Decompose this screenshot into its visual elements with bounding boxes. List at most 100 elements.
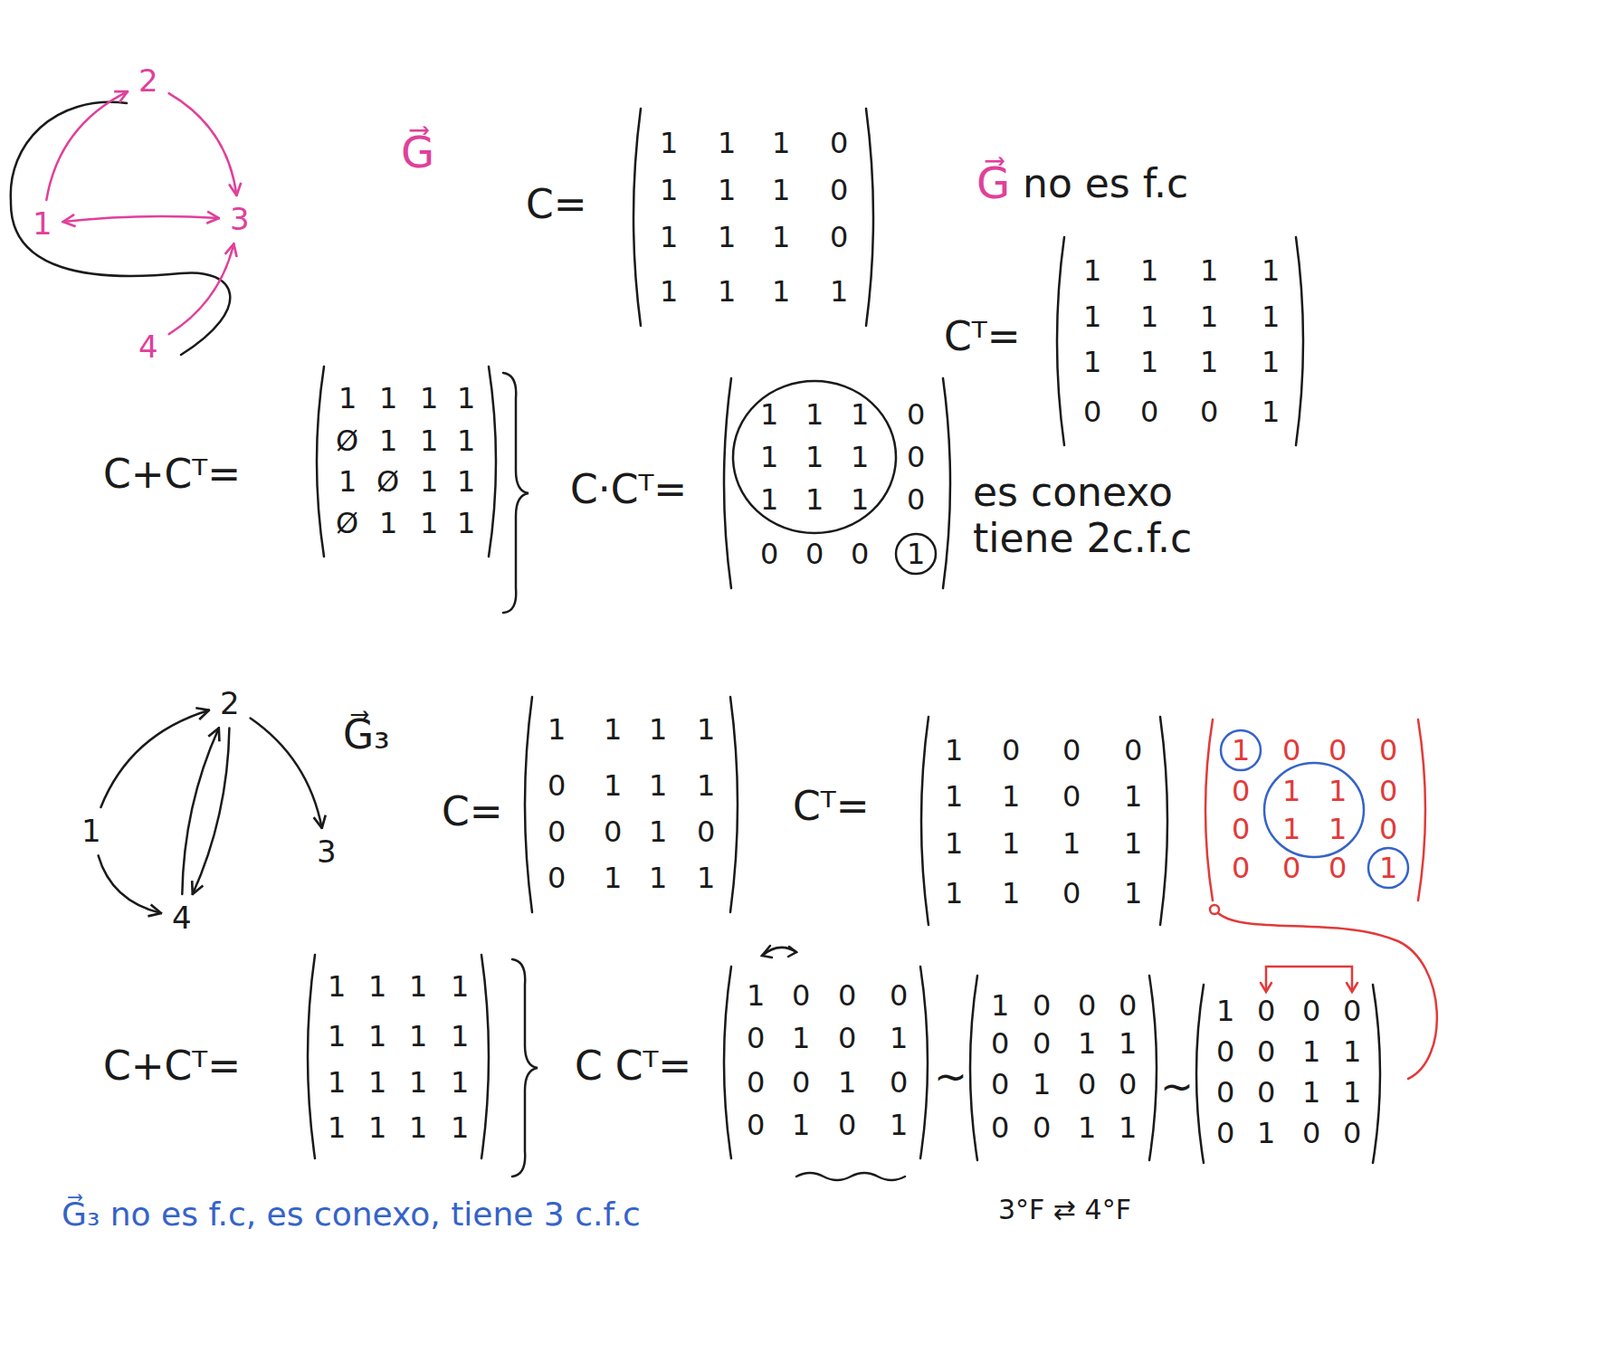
matrix-entry: 1 xyxy=(450,1019,469,1054)
component-circle xyxy=(1264,762,1364,858)
graph-loop-curve xyxy=(10,102,230,355)
matrix-entry: 1 xyxy=(1062,827,1081,861)
matrix-entry: 0 xyxy=(1123,733,1143,768)
matrix-entry: 1 xyxy=(1231,733,1250,768)
matrix-entry: 1 xyxy=(368,1111,387,1145)
conclusion-note: G⃗₃ no es f.c, es conexo, tiene 3 c.f.c xyxy=(61,1195,641,1233)
matrix-entry: 1 xyxy=(1140,254,1159,288)
matrix-entry: 1 xyxy=(419,506,439,541)
matrix-entry: 0 xyxy=(1077,1067,1096,1102)
matrix-entry: 1 xyxy=(771,126,791,161)
matrix-entry: 1 xyxy=(850,440,869,475)
matrix-entry: 1 xyxy=(659,220,678,255)
matrix-entry: 1 xyxy=(327,970,346,1004)
matrix-name: C= xyxy=(441,789,504,836)
matrix-entry: 1 xyxy=(450,1111,469,1145)
matrix-entry: 0 xyxy=(990,1111,1010,1145)
matrix-paren xyxy=(1149,975,1157,1161)
vertex-number: 3 xyxy=(229,202,250,237)
matrix-entry: 1 xyxy=(944,827,963,861)
matrix-entry: 0 xyxy=(1032,1111,1051,1145)
vertex-number: 2 xyxy=(138,64,159,98)
matrix-paren xyxy=(866,108,874,326)
matrix-entry: 1 xyxy=(1140,345,1159,380)
matrix-paren xyxy=(524,696,533,913)
matrix-entry: 1 xyxy=(990,989,1010,1023)
matrix-entry: 0 xyxy=(1328,851,1347,886)
graph-vertex: 1 xyxy=(76,812,107,850)
matrix-paren xyxy=(921,716,929,925)
vertex-number: 2 xyxy=(219,686,240,721)
matrix-entry: 1 xyxy=(368,1066,387,1100)
graph-arc xyxy=(169,93,238,196)
matrix-entry: 1 xyxy=(327,1019,346,1054)
matrix-entry: 1 xyxy=(944,733,963,768)
matrix-entry: 1 xyxy=(838,1066,857,1100)
matrix-entry: 0 xyxy=(1257,994,1276,1029)
ink-strokes xyxy=(10,102,1381,1181)
matrix-entry: 1 xyxy=(368,1019,387,1054)
matrix-paren xyxy=(723,378,732,589)
matrix-entry: 1 xyxy=(791,1021,810,1056)
matrix-entry: 1 xyxy=(1001,780,1020,814)
matrix-entry: 0 xyxy=(746,1108,765,1143)
matrix-entry: 1 xyxy=(409,1019,428,1054)
blue-strokes xyxy=(1220,730,1409,888)
matrix-entry: 1 xyxy=(457,381,476,416)
matrix-entry: 1 xyxy=(1302,1035,1321,1069)
graph-arc xyxy=(46,91,128,200)
matrix-entry: 1 xyxy=(450,1066,469,1100)
matrix-entry: 0 xyxy=(889,979,908,1013)
equivalence-sign: ~ xyxy=(933,1054,968,1101)
matrix-paren xyxy=(1057,237,1065,446)
matrix-name: C Cᵀ= xyxy=(574,1043,692,1090)
matrix-entry: 0 xyxy=(1231,812,1250,847)
matrix-entry: 0 xyxy=(1282,851,1301,886)
matrix-entry: 1 xyxy=(1342,1076,1362,1110)
matrix-entry: 1 xyxy=(760,483,779,517)
matrix-entry: 1 xyxy=(889,1108,908,1143)
matrix-paren xyxy=(723,966,732,1159)
matrix-entry: 0 xyxy=(1062,780,1081,814)
matrix-name: Cᵀ= xyxy=(792,783,870,830)
matrix-entry: 1 xyxy=(648,861,667,896)
matrix-entry: 0 xyxy=(838,1021,857,1056)
matrix-entry: 1 xyxy=(603,769,622,803)
component-circle xyxy=(1368,847,1409,888)
swap-arrow xyxy=(788,946,797,957)
matrix-entry: 1 xyxy=(659,173,678,208)
matrix-entry: 1 xyxy=(805,398,824,432)
matrix-entry: 0 xyxy=(1379,733,1398,768)
matrix-entry: 1 xyxy=(419,424,439,458)
matrix-entry: 1 xyxy=(1200,300,1219,334)
matrix-entry: 1 xyxy=(338,465,357,499)
matrix-entry: 1 xyxy=(1001,876,1020,911)
component-circle xyxy=(1220,730,1261,771)
matrix-entry: 1 xyxy=(547,713,566,747)
wavy-underline xyxy=(796,1172,905,1181)
matrix-paren xyxy=(488,366,496,557)
matrix-entry: 0 xyxy=(1077,989,1096,1023)
matrix-entry: Ø xyxy=(335,506,359,541)
matrix-entry: 0 xyxy=(990,1027,1010,1061)
matrix-entry: 0 xyxy=(791,979,810,1013)
matrix-entry: 0 xyxy=(1257,1076,1276,1110)
matrix-entry: 0 xyxy=(1282,733,1301,768)
equivalence-sign: ~ xyxy=(1160,1064,1194,1111)
matrix-entry: 0 xyxy=(1001,733,1020,768)
matrix-paren xyxy=(1372,984,1381,1163)
matrix-entry: 1 xyxy=(1077,1111,1096,1145)
matrix-entry: 0 xyxy=(1216,1076,1235,1110)
matrix-entry: 0 xyxy=(1257,1035,1276,1069)
matrix-entry: 1 xyxy=(603,713,622,747)
row-swap-note: 3°F ⇄ 4°F xyxy=(998,1194,1132,1227)
matrix-entry: 0 xyxy=(547,815,566,849)
matrix-entry: 1 xyxy=(457,506,476,541)
matrix-entry: 0 xyxy=(850,537,869,572)
matrix-name: C+Cᵀ= xyxy=(103,451,241,498)
matrix-entry: 1 xyxy=(1077,1027,1096,1061)
matrix-entry: 1 xyxy=(1032,1067,1051,1102)
matrix-entry: 0 xyxy=(1216,1116,1235,1151)
matrix-entry: 1 xyxy=(327,1111,346,1145)
